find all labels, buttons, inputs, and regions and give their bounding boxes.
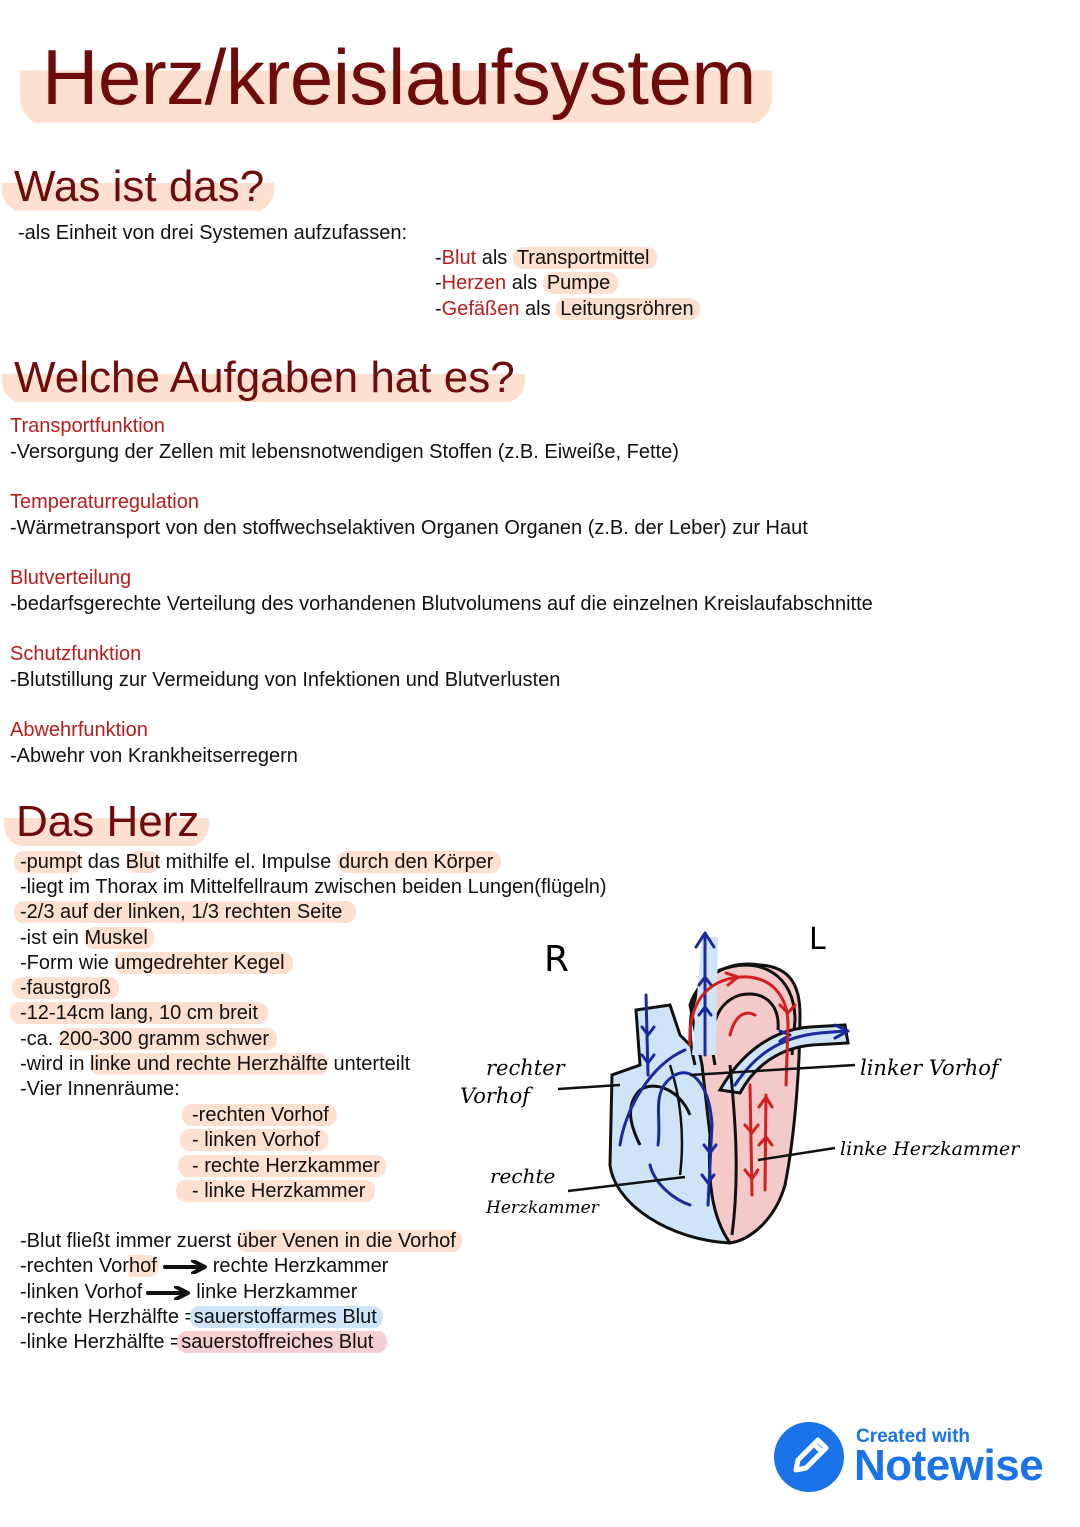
- intro-text: -als Einheit von drei Systemen aufzufass…: [18, 222, 408, 244]
- room-item: -rechten Vorhof: [182, 1103, 337, 1128]
- heart-fact: -ca. 200-300 gramm schwer: [20, 1027, 277, 1052]
- task-desc: -Wärmetransport von den stoffwechselakti…: [10, 517, 808, 539]
- task-name: Schutzfunktion: [10, 643, 142, 665]
- room-item: - linke Herzkammer: [176, 1179, 376, 1204]
- logo-brand: Notewise: [854, 1441, 1044, 1490]
- task-desc: -Abwehr von Krankheitserregern: [10, 745, 298, 767]
- label-linke-herzkammer: linke Herzkammer: [840, 1138, 1021, 1160]
- left-heart-region: [688, 962, 802, 1245]
- heart-fact: -faustgroß: [12, 976, 120, 1001]
- heart-fact: -pumpt das Blut mithilfe el. Impulse dur…: [14, 850, 502, 875]
- heart-diagram: R L rechter Vorhof rechte Herzkammer lin…: [460, 922, 1021, 1245]
- section-heading-heart: Das Herz: [4, 797, 210, 847]
- label-linker-vorhof: linker Vorhof: [860, 1056, 1002, 1080]
- heart-fact: -12-14cm lang, 10 cm breit: [10, 1001, 268, 1026]
- system-item: -Blut als Transportmittel: [435, 246, 658, 271]
- heart-fact: -ist ein Muskel: [20, 926, 154, 951]
- task-name: Blutverteilung: [10, 567, 132, 589]
- room-item: - rechte Herzkammer: [178, 1154, 386, 1179]
- task-name: Abwehrfunktion: [10, 719, 148, 741]
- page-title: Herz/kreislaufsystem: [20, 30, 772, 127]
- pencil-icon: [793, 1437, 829, 1473]
- task-desc: -Versorgung der Zellen mit lebensnotwend…: [10, 441, 679, 463]
- room-item: - linken Vorhof: [180, 1128, 328, 1153]
- notewise-logo: [774, 1422, 844, 1492]
- task-name: Temperaturregulation: [10, 491, 199, 513]
- flow-text: -rechte Herzhälfte = sauerstoffarmes Blu…: [20, 1305, 383, 1330]
- flow-text: -Blut fließt immer zuerst über Venen in …: [20, 1229, 462, 1254]
- heart-fact: -wird in linke und rechte Herzhälfte unt…: [20, 1053, 411, 1075]
- heart-fact: -liegt im Thorax im Mittelfellraum zwisc…: [20, 876, 607, 898]
- label-rechter-vorhof: Vorhof: [460, 1084, 533, 1108]
- section-heading-what: Was ist das?: [2, 162, 275, 212]
- label-rechter-vorhof: rechter: [486, 1056, 567, 1080]
- label-rechte-herzkammer: Herzkammer: [485, 1198, 600, 1218]
- section-heading-tasks: Welche Aufgaben hat es?: [2, 353, 525, 403]
- task-name: Transportfunktion: [10, 415, 165, 437]
- arrow-right-icon: [146, 1285, 191, 1300]
- label-rechte-herzkammer: rechte: [490, 1164, 555, 1188]
- heart-fact: -2/3 auf der linken, 1/3 rechten Seite: [14, 900, 357, 925]
- task-desc: -Blutstillung zur Vermeidung von Infekti…: [10, 669, 561, 691]
- system-item: -Gefäßen als Leitungsröhren: [435, 297, 700, 322]
- flow-text: -linke Herzhälfte = sauerstoffreiches Bl…: [20, 1330, 388, 1355]
- oxygenated-flow-arrows: [688, 971, 797, 1197]
- logo-caption: Created with: [856, 1426, 971, 1447]
- heart-fact: -Form wie umgedrehter Kegel: [20, 951, 293, 976]
- task-desc: -bedarfsgerechte Verteilung des vorhande…: [10, 593, 873, 615]
- system-item: -Herzen als Pumpe: [435, 271, 619, 296]
- label-r: R: [544, 939, 569, 980]
- deoxygenated-flow-arrows: [618, 931, 850, 1207]
- label-l: L: [809, 922, 826, 957]
- heart-fact: -Vier Innenräume:: [20, 1078, 180, 1100]
- arrow-right-icon: [162, 1259, 207, 1274]
